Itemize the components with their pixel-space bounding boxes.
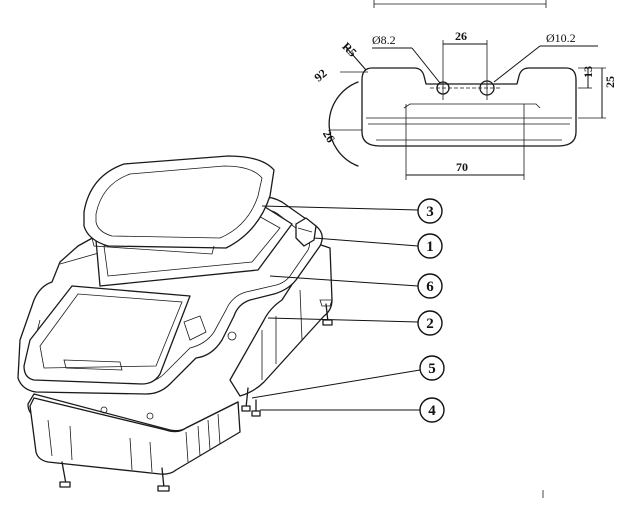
screw bbox=[241, 387, 251, 412]
screw bbox=[59, 461, 71, 488]
screw bbox=[251, 399, 261, 417]
dim-hole-small: Ø8.2 bbox=[372, 33, 396, 47]
screw bbox=[157, 467, 170, 492]
callout-3-circle bbox=[417, 198, 443, 224]
callout-4-circle bbox=[419, 397, 445, 423]
callout-1-circle bbox=[417, 233, 443, 259]
assembly-drawing bbox=[17, 155, 333, 492]
dim-hole-spacing: 26 bbox=[455, 29, 467, 43]
dim-height-inner: 13 bbox=[581, 66, 595, 78]
callout-1: 1 bbox=[426, 239, 434, 255]
callout-2-circle bbox=[417, 310, 443, 336]
callout-4: 4 bbox=[428, 403, 436, 419]
dim-height-outer: 25 bbox=[603, 76, 617, 88]
callout-2: 2 bbox=[426, 316, 434, 332]
callout-5-circle bbox=[419, 355, 445, 381]
callout-6: 6 bbox=[426, 279, 434, 295]
callouts: 3 1 6 2 5 4 bbox=[251, 198, 445, 423]
dim-width: 70 bbox=[456, 160, 468, 174]
callout-5: 5 bbox=[428, 361, 436, 377]
callout-6-circle bbox=[417, 273, 443, 299]
dim-hole-large: Ø10.2 bbox=[546, 31, 576, 45]
bracket-detail: Ø8.2 26 Ø10.2 R5 13 25 70 92 26 bbox=[311, 0, 617, 180]
dim-arc-top: 92 bbox=[311, 66, 329, 84]
callout-3: 3 bbox=[426, 204, 434, 220]
dim-radius: R5 bbox=[339, 39, 359, 59]
